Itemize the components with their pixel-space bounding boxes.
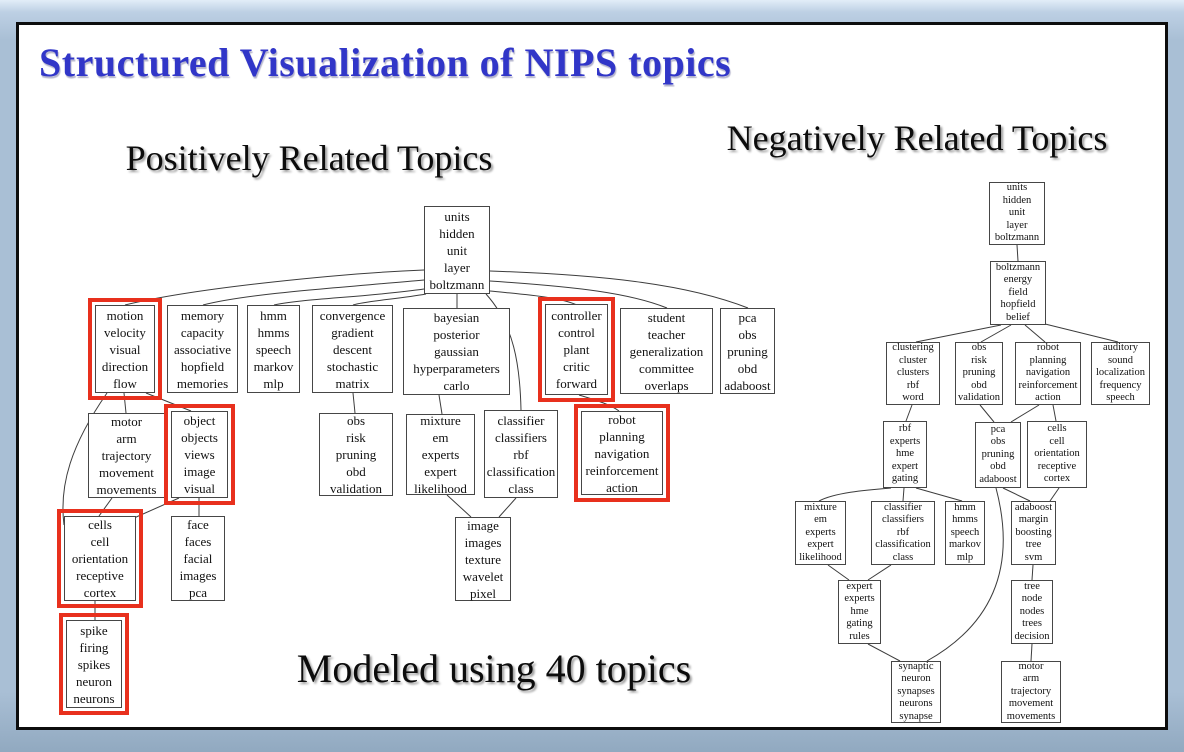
edge <box>438 394 443 415</box>
edge <box>123 392 127 414</box>
edge <box>485 293 522 411</box>
edge <box>1030 643 1033 662</box>
pos-node-obs: obs risk pruning obd validation <box>319 413 393 496</box>
edge <box>578 394 620 412</box>
edge <box>867 643 901 662</box>
edge <box>1010 404 1040 423</box>
pos-node-classifier: classifier classifiers rbf classificatio… <box>484 410 558 498</box>
edge <box>489 290 578 306</box>
caption-modeled-topics: Modeled using 40 topics <box>296 646 692 691</box>
positive-topics-heading: Positively Related Topics <box>125 138 493 178</box>
pos-node-object: object objects views image visual <box>164 404 235 505</box>
pos-node-bayesian: bayesian posterior gaussian hyperparamet… <box>403 308 510 395</box>
neg-node-tree: tree node nodes trees decision <box>1011 580 1053 644</box>
edge <box>1002 487 1031 502</box>
edge <box>498 497 517 518</box>
pos-node-spike: spike firing spikes neuron neurons <box>59 613 129 715</box>
edge <box>98 497 113 517</box>
edge <box>902 487 905 502</box>
pos-node-image: image images texture wavelet pixel <box>455 517 511 601</box>
edge <box>905 404 913 422</box>
pos-node-motor: motor arm trajectory movement movements <box>88 413 165 498</box>
negative-topics-heading: Negatively Related Topics <box>726 118 1108 158</box>
edge <box>62 392 108 526</box>
edge <box>273 288 425 306</box>
tree-edges <box>62 244 1119 662</box>
pos-node-mixture: mixture em experts expert likelihood <box>406 413 475 496</box>
neg-node-boltzmann: boltzmann energy field hopfield belief <box>990 261 1046 325</box>
pos-node-student: student teacher generalization committee… <box>620 308 713 394</box>
edge <box>915 487 963 502</box>
edge <box>915 324 1002 343</box>
pos-node-memory: memory capacity associative hopfield mem… <box>167 305 238 393</box>
pos-node-units-root: units hidden unit layer boltzmann <box>424 206 490 294</box>
edge <box>827 564 850 581</box>
edge <box>202 279 425 306</box>
neg-node-motor: motor arm trajectory movement movements <box>1001 661 1061 723</box>
edge <box>1052 404 1057 422</box>
pos-node-controller: controller control plant critic forward <box>538 297 615 402</box>
edge <box>980 324 1012 343</box>
neg-node-cells: cells cell orientation receptive cortex <box>1027 421 1087 488</box>
edge <box>446 494 472 518</box>
neg-node-auditory: auditory sound localization frequency sp… <box>1091 342 1150 405</box>
edge <box>979 404 995 423</box>
pos-node-cells: cells cell orientation receptive cortex <box>57 509 143 608</box>
edge <box>1031 564 1034 581</box>
neg-node-hmm: hmm hmms speech markov mlp <box>945 501 985 565</box>
neg-node-rbf: rbf experts hme expert gating <box>883 421 927 488</box>
neg-node-classifier: classifier classifiers rbf classificatio… <box>871 501 935 565</box>
edge <box>1016 244 1019 262</box>
positive-tree-edges <box>62 269 749 620</box>
neg-node-obs: obs risk pruning obd validation <box>955 342 1003 405</box>
neg-node-robot: robot planning navigation reinforcement … <box>1015 342 1081 405</box>
edge <box>926 487 1004 662</box>
neg-node-expert: expert experts hme gating rules <box>838 580 881 644</box>
neg-node-clustering: clustering cluster clusters rbf word <box>886 342 940 405</box>
edge <box>124 269 425 306</box>
edge <box>1049 487 1060 502</box>
pos-node-robot: robot planning navigation reinforcement … <box>574 404 670 502</box>
pos-node-face: face faces facial images pca <box>171 516 225 601</box>
slide: Structured Visualization of NIPS topics … <box>16 22 1168 730</box>
edge <box>145 392 192 412</box>
pos-node-pca: pca obs pruning obd adaboost <box>720 308 775 394</box>
slide-title: Structured Visualization of NIPS topics <box>39 40 732 85</box>
edge <box>352 293 427 306</box>
edge <box>489 270 749 309</box>
edge <box>352 392 356 414</box>
neg-node-adaboost: adaboost margin boosting tree svm <box>1011 501 1056 565</box>
pos-node-motion: motion velocity visual direction flow <box>88 298 162 400</box>
edge <box>818 487 892 502</box>
neg-node-units-root: units hidden unit layer boltzmann <box>989 182 1045 245</box>
neg-node-mixture: mixture em experts expert likelihood <box>795 501 846 565</box>
neg-node-synaptic: synaptic neuron synapses neurons synapse <box>891 661 941 723</box>
edge <box>1024 324 1046 343</box>
edge <box>867 564 892 581</box>
edge <box>489 280 668 309</box>
edge <box>133 497 180 519</box>
pos-node-convergence: convergence gradient descent stochastic … <box>312 305 393 393</box>
edge <box>1036 321 1119 343</box>
neg-node-pca: pca obs pruning obd adaboost <box>975 422 1021 488</box>
negative-tree-edges <box>818 244 1119 662</box>
pos-node-hmm: hmm hmms speech markov mlp <box>247 305 300 393</box>
